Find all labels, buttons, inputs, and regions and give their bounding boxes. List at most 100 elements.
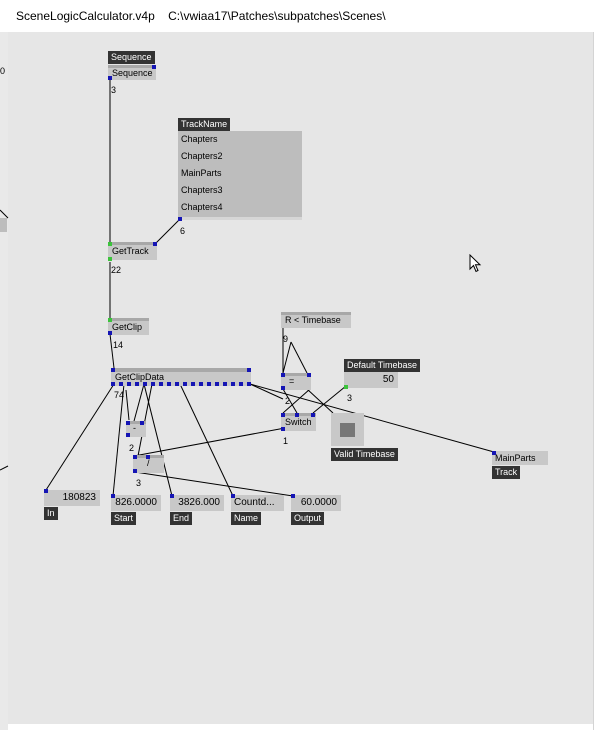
name-value[interactable]: Countd...	[231, 495, 284, 511]
getclipdata-node[interactable]: GetClipData	[111, 368, 251, 386]
end-label: End	[170, 512, 193, 525]
getclip-count: 14	[113, 340, 124, 350]
in-value[interactable]: 180823	[44, 490, 100, 506]
gettrack-node[interactable]: GetTrack	[108, 242, 157, 261]
switch-pin-1[interactable]	[281, 413, 285, 417]
sequence-label: Sequence	[108, 51, 155, 64]
getclipdata-output-pin[interactable]	[119, 382, 123, 386]
equals-count: 2	[285, 396, 291, 406]
right-frame	[593, 32, 600, 730]
name-pin[interactable]	[231, 494, 235, 498]
getclipdata-output-pin[interactable]	[215, 382, 219, 386]
getclipdata-output-pin[interactable]	[231, 382, 235, 386]
switch-node[interactable]: Switch	[281, 413, 316, 431]
getclipdata-label: GetClipData	[115, 372, 165, 382]
getclipdata-output-pin[interactable]	[191, 382, 195, 386]
minus-node[interactable]: -	[126, 421, 146, 437]
getclipdata-output-pin[interactable]	[199, 382, 203, 386]
sequence-node[interactable]: Sequence	[108, 65, 156, 80]
mainparts-pin[interactable]	[492, 451, 496, 455]
end-pin[interactable]	[170, 494, 174, 498]
minus-output-pin[interactable]	[126, 433, 130, 437]
r-timebase-node[interactable]: R < Timebase	[281, 312, 351, 328]
switch-pin-2[interactable]	[295, 413, 299, 417]
trackname-list-item[interactable]: Chapters2	[181, 151, 223, 161]
in-pin[interactable]	[44, 489, 48, 493]
trackname-list-item[interactable]: Chapters3	[181, 185, 223, 195]
in-label: In	[44, 507, 58, 520]
gettrack-label: GetTrack	[112, 246, 149, 256]
start-label: Start	[111, 512, 137, 525]
trackname-list-item[interactable]: MainParts	[181, 168, 222, 178]
getclipdata-output-pin[interactable]	[111, 382, 115, 386]
divide-pin-2[interactable]	[146, 455, 150, 459]
valid-timebase-toggle[interactable]	[331, 413, 364, 446]
default-timebase-pin[interactable]	[344, 385, 348, 389]
getclipdata-output-pin[interactable]	[175, 382, 179, 386]
sequence-pin[interactable]	[108, 76, 112, 80]
file-path: C:\vwiaa17\Patches\subpatches\Scenes\	[168, 9, 386, 23]
getclipdata-output-pin[interactable]	[239, 382, 243, 386]
switch-count: 1	[283, 436, 289, 446]
getclipdata-output-pin[interactable]	[183, 382, 187, 386]
bottom-frame	[8, 724, 593, 730]
default-timebase-value[interactable]: 50	[344, 372, 398, 388]
trackname-list-item[interactable]: Chapters4	[181, 202, 223, 212]
getclipdata-input-pin[interactable]	[111, 368, 115, 372]
switch-label: Switch	[285, 417, 312, 427]
getclipdata-count: 74	[114, 390, 125, 400]
getclipdata-output-pin[interactable]	[207, 382, 211, 386]
getclipdata-output-pin[interactable]	[159, 382, 163, 386]
getclip-node[interactable]: GetClip	[108, 318, 149, 335]
trackname-list-item[interactable]: Chapters	[181, 134, 218, 144]
output-value[interactable]: 60.0000	[291, 495, 341, 511]
getclipdata-output-pin[interactable]	[143, 382, 147, 386]
sequence-output-pin[interactable]	[152, 65, 156, 69]
getclipdata-output-pin[interactable]	[167, 382, 171, 386]
getclipdata-output-pin[interactable]	[247, 382, 251, 386]
equals-pin-1[interactable]	[281, 373, 285, 377]
divide-pin-1[interactable]	[133, 455, 137, 459]
end-value[interactable]: 3826.000	[170, 495, 224, 511]
left-edge-node[interactable]	[0, 218, 7, 232]
r-timebase-label: R < Timebase	[285, 315, 341, 325]
trackname-pin[interactable]	[178, 217, 182, 221]
getclipdata-output-pin[interactable]	[135, 382, 139, 386]
getclipdata-output-pin[interactable]	[127, 382, 131, 386]
switch-output-pin[interactable]	[281, 427, 285, 431]
getclip-output-pin[interactable]	[108, 331, 112, 335]
divide-node[interactable]: /	[133, 455, 164, 473]
equals-output-pin[interactable]	[281, 386, 285, 390]
left-edge-number: 0	[0, 66, 6, 76]
getclipdata-input-pin[interactable]	[247, 368, 251, 372]
minus-label: -	[133, 423, 136, 433]
trackname-count: 6	[180, 226, 186, 236]
equals-pin-2[interactable]	[307, 373, 311, 377]
window-title: SceneLogicCalculator.v4p C:\vwiaa17\Patc…	[16, 9, 386, 23]
name-label: Name	[231, 512, 262, 525]
mouse-cursor-icon	[469, 254, 482, 273]
equals-label: =	[289, 376, 295, 386]
switch-pin-3[interactable]	[311, 413, 315, 417]
equals-node[interactable]: =	[281, 373, 311, 390]
mainparts-value[interactable]: MainParts	[492, 451, 548, 465]
start-value[interactable]: 826.0000	[111, 495, 161, 511]
minus-pin-1[interactable]	[126, 421, 130, 425]
getclip-input-pin[interactable]	[108, 318, 112, 322]
output-pin[interactable]	[291, 494, 295, 498]
getclipdata-output-pin[interactable]	[151, 382, 155, 386]
left-frame	[0, 32, 8, 730]
divide-count: 3	[136, 478, 142, 488]
gettrack-output-pin[interactable]	[108, 257, 112, 261]
gettrack-name-pin[interactable]	[153, 242, 157, 246]
getclipdata-output-pin[interactable]	[223, 382, 227, 386]
divide-output-pin[interactable]	[133, 469, 137, 473]
minus-count: 2	[129, 443, 135, 453]
gettrack-input-pin[interactable]	[108, 242, 112, 246]
r-count: 9	[283, 334, 289, 344]
start-pin[interactable]	[111, 494, 115, 498]
gettrack-count: 22	[111, 265, 122, 275]
output-label: Output	[291, 512, 325, 525]
minus-pin-2[interactable]	[140, 421, 144, 425]
